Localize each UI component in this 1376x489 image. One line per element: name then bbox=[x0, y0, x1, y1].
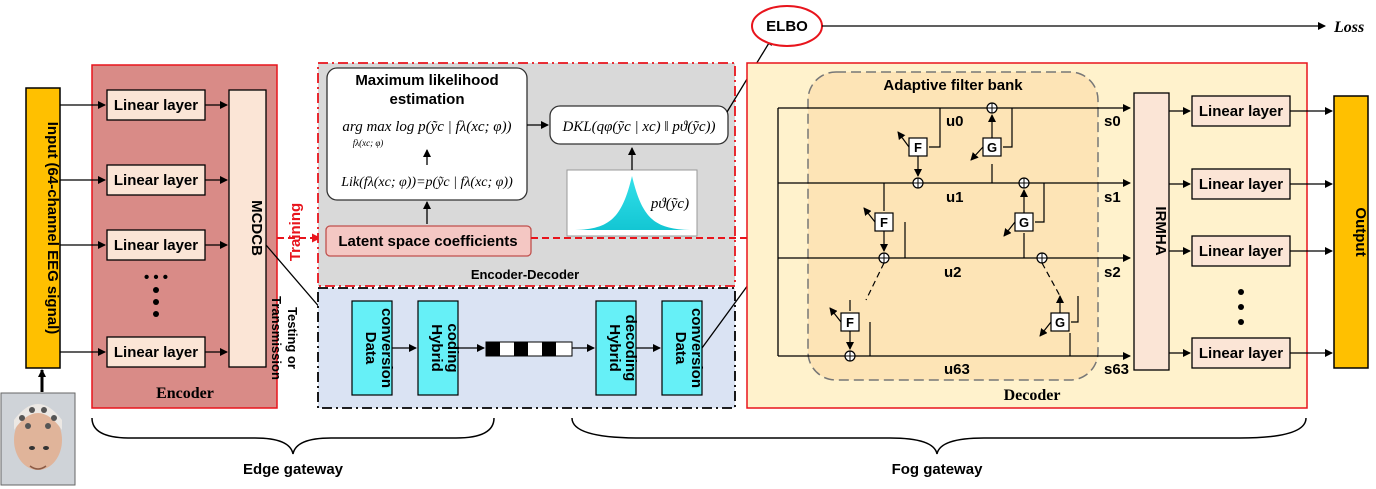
fog-gateway-label: Fog gateway bbox=[892, 461, 984, 478]
encoder-linear-layer-label: Linear layer bbox=[114, 97, 198, 114]
mcdcb-label: MCDCB bbox=[248, 200, 265, 256]
decoder-linear-layers: Linear layer Linear layer Linear layer L… bbox=[1191, 95, 1291, 369]
edge-gateway-label: Edge gateway bbox=[243, 461, 344, 478]
svg-text:conversion: conversion bbox=[378, 308, 395, 388]
irmha-block: IRMHA bbox=[1133, 92, 1170, 371]
decoder-label: Decoder bbox=[1004, 387, 1061, 404]
svg-text:Data: Data bbox=[672, 332, 689, 365]
u-label: u1 bbox=[946, 189, 964, 206]
data-conversion-1: Data conversion bbox=[351, 300, 395, 396]
input-label: Input (64-channel EEG signal) bbox=[44, 122, 61, 335]
output-block: Output bbox=[1333, 95, 1369, 369]
testing-label-2: Transmission bbox=[269, 296, 284, 380]
irmha-label: IRMHA bbox=[1152, 206, 1169, 255]
gateway-braces bbox=[91, 417, 1307, 455]
adaptive-filter-bank: Adaptive filter bank bbox=[807, 71, 1099, 381]
input-block: Input (64-channel EEG signal) bbox=[25, 87, 61, 369]
argmax-formula: arg max log p(ỹc | fλ(xc; φ)) bbox=[342, 119, 511, 135]
argmax-subscript: fλ(xc; φ) bbox=[353, 138, 384, 148]
encoder-linear-layer-label: Linear layer bbox=[114, 172, 198, 189]
svg-text:Hybrid: Hybrid bbox=[428, 324, 445, 372]
svg-text:Data: Data bbox=[362, 332, 379, 365]
s-label: s63 bbox=[1104, 361, 1129, 378]
decoder-dots: • • • bbox=[1229, 271, 1253, 288]
encoder-linear-layer-label: Linear layer bbox=[114, 344, 198, 361]
mle-title-1: Maximum likelihood bbox=[355, 72, 498, 89]
s-label: s1 bbox=[1104, 189, 1121, 206]
mle-box: Maximum likelihood estimation arg max lo… bbox=[326, 67, 528, 201]
testing-label-1: Testing or bbox=[285, 307, 300, 369]
data-conversion-2: Data conversion bbox=[661, 300, 705, 396]
mle-title-2: estimation bbox=[389, 91, 464, 108]
u-label: u0 bbox=[946, 113, 964, 130]
g-block-label: G bbox=[1019, 215, 1029, 230]
s-label: s0 bbox=[1104, 113, 1121, 130]
svg-text:decoding: decoding bbox=[622, 315, 639, 382]
decoder-linear-layer-label: Linear layer bbox=[1199, 345, 1283, 362]
encoder-label: Encoder bbox=[156, 385, 214, 402]
training-label: Training bbox=[287, 203, 304, 261]
f-block-label: F bbox=[914, 140, 922, 155]
filter-bank-label: Adaptive filter bank bbox=[883, 77, 1023, 94]
f-block-label: F bbox=[880, 215, 888, 230]
f-block-label: F bbox=[846, 315, 854, 330]
g-block-label: G bbox=[1055, 315, 1065, 330]
latent-space-box: Latent space coefficients bbox=[325, 225, 532, 257]
output-label: Output bbox=[1352, 207, 1369, 256]
svg-text:Hybrid: Hybrid bbox=[606, 324, 623, 372]
svg-text:conversion: conversion bbox=[688, 308, 705, 388]
channel-labels: u0 u1 u2 u63 s0 s1 s2 s63 bbox=[944, 113, 1129, 378]
filter-connections bbox=[829, 108, 1079, 356]
eeg-cap-head-icon bbox=[0, 392, 76, 486]
s-label: s2 bbox=[1104, 264, 1121, 281]
encoder-linear-layers: Linear layer Linear layer Linear layer L… bbox=[106, 89, 206, 368]
loss-label: Loss bbox=[1333, 19, 1364, 36]
sum-crosses bbox=[845, 103, 1047, 361]
mcdcb-block: MCDCB bbox=[228, 89, 267, 368]
dkl-box: DKL(qφ(ỹc | xc) ‖ pϑ(ỹc)) bbox=[549, 105, 729, 145]
encoder-decoder-label: Encoder-Decoder bbox=[471, 267, 579, 282]
encoder-dots: • • • bbox=[144, 269, 168, 286]
latent-label: Latent space coefficients bbox=[338, 233, 517, 250]
u-label: u2 bbox=[944, 264, 962, 281]
decoder-linear-layer-label: Linear layer bbox=[1199, 176, 1283, 193]
prior-formula: pϑ(ỹc) bbox=[650, 196, 689, 212]
decoder-linear-layer-label: Linear layer bbox=[1199, 243, 1283, 260]
encoder-linear-layer-label: Linear layer bbox=[114, 237, 198, 254]
decoder-output-arrows bbox=[1169, 107, 1333, 357]
elbo-label: ELBO bbox=[766, 18, 808, 35]
svg-text:coding: coding bbox=[444, 323, 461, 372]
lik-formula: Lik(fλ(xc; φ))=p(ỹc | fλ(xc; φ)) bbox=[340, 175, 513, 190]
bitstream-icon bbox=[485, 341, 573, 357]
encoder-input-arrows bbox=[60, 101, 228, 356]
prior-distribution-plot: pϑ(ỹc) bbox=[566, 169, 698, 237]
hybrid-coding: Hybrid coding bbox=[417, 300, 461, 396]
g-block-label: G bbox=[987, 140, 997, 155]
u-label: u63 bbox=[944, 361, 970, 378]
decoder-linear-layer-label: Linear layer bbox=[1199, 103, 1283, 120]
dkl-formula: DKL(qφ(ỹc | xc) ‖ pϑ(ỹc)) bbox=[561, 119, 715, 135]
channel-lines bbox=[777, 104, 1131, 360]
elbo-node: ELBO bbox=[751, 5, 823, 47]
hybrid-decoding: Hybrid decoding bbox=[595, 300, 639, 396]
